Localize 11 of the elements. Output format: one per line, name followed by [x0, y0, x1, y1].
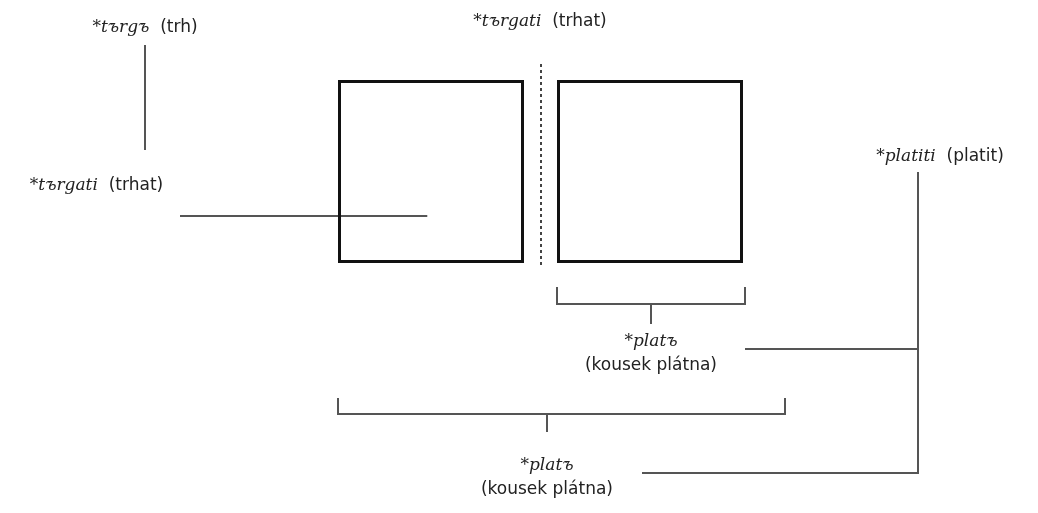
word-label: *tъrgati (trhat)	[472, 9, 608, 32]
connector-line	[179, 215, 429, 217]
square-outline	[557, 80, 743, 263]
word-label: *tъrgъ (trh)	[60, 14, 230, 42]
word-label: *platъ (kousek plátna)	[455, 452, 639, 506]
word-label: *tъrgati (trhat)	[4, 172, 189, 200]
word-label: *platiti (platit)	[845, 143, 1035, 171]
connector-line	[641, 171, 919, 474]
square-outline	[338, 80, 524, 263]
word-label: *platъ (kousek plátna)	[560, 328, 742, 382]
connector-line	[144, 44, 146, 151]
